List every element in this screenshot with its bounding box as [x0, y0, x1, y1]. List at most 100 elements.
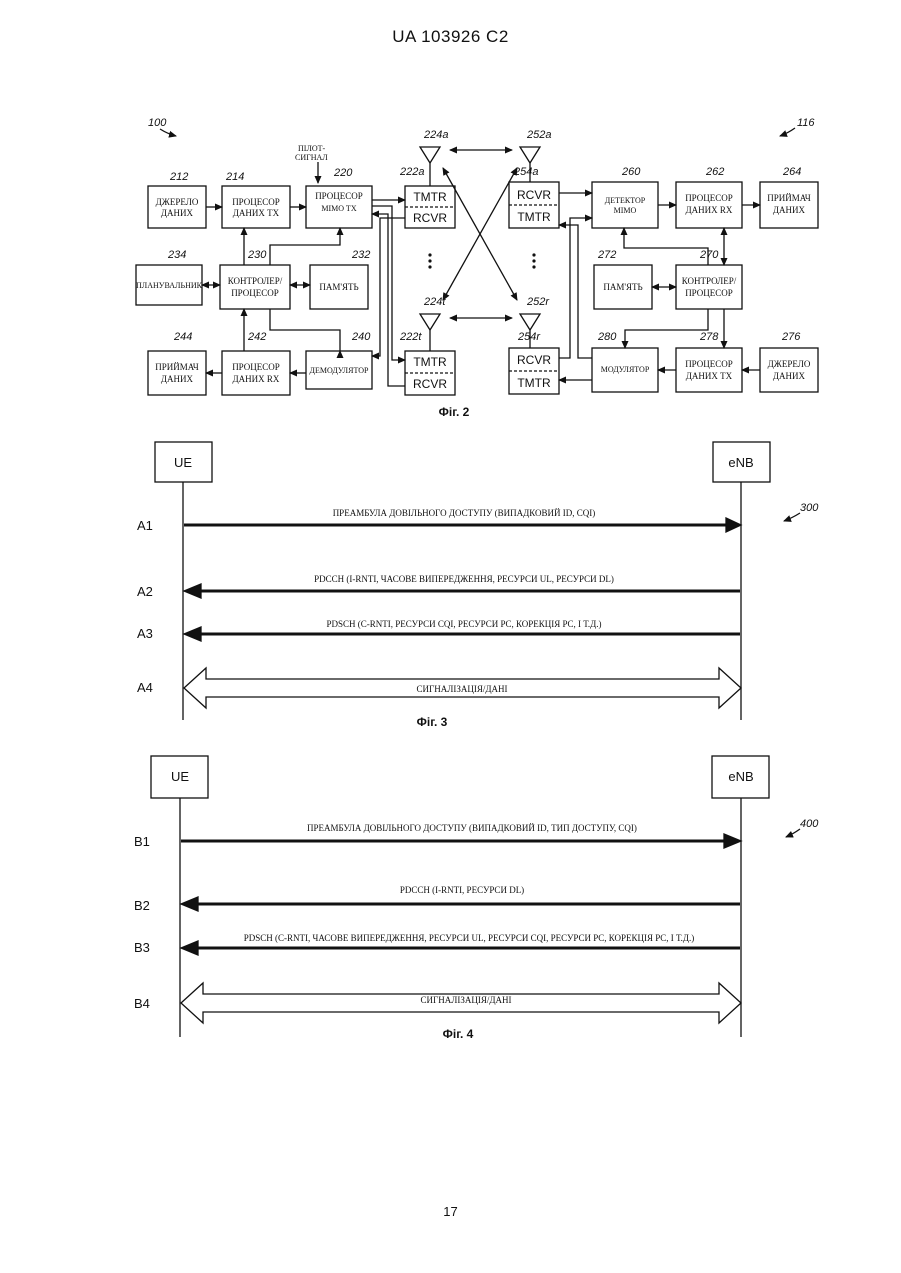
num-230: 230	[247, 249, 267, 261]
trx-254r-rcvr: RCVR	[517, 353, 551, 367]
num-244: 244	[173, 331, 192, 343]
tx-data-processor-box	[222, 186, 290, 228]
tx-data-source-right-line2: ДАНИХ	[773, 371, 806, 381]
rx-controller-box	[676, 265, 742, 309]
rx-controller-line2: ПРОЦЕСОР	[685, 288, 733, 298]
fig3-ue-label: UE	[174, 455, 192, 470]
tx-memory-text: ПАМ'ЯТЬ	[319, 282, 358, 292]
trx-222a-rcvr: RCVR	[413, 211, 447, 225]
trx-254a-tmtr: TMTR	[517, 210, 551, 224]
tx-controller-box	[220, 265, 290, 309]
fig3-enb-label: eNB	[728, 455, 753, 470]
tx-data-processor-line2: ДАНИХ TX	[233, 208, 280, 218]
step-a2-text: PDCCH (I-RNTI, ЧАСОВЕ ВИПЕРЕДЖЕННЯ, РЕСУ…	[314, 574, 614, 584]
num-260: 260	[621, 166, 641, 178]
tx-controller-line1: КОНТРОЛЕР/	[228, 276, 283, 286]
fig2-caption: Фіг. 2	[439, 405, 470, 419]
step-b1-label: B1	[134, 834, 150, 849]
num-224t: 224t	[423, 296, 446, 308]
step-a3-label: A3	[137, 626, 153, 641]
rx-data-processor-box	[222, 351, 290, 395]
num-212: 212	[169, 171, 188, 183]
num-220: 220	[333, 167, 353, 179]
rx-memory-text: ПАМ'ЯТЬ	[603, 282, 642, 292]
fig4-sequence-diagram: UE eNB 400 B1 ПРЕАМБУЛА ДОВІЛЬНОГО ДОСТУ…	[134, 756, 819, 1041]
scheduler-text: ПЛАНУВАЛЬНИК	[136, 281, 203, 290]
step-a2-label: A2	[137, 584, 153, 599]
step-a2-arrow	[184, 584, 201, 598]
rx-data-processor-right-line1: ПРОЦЕСОР	[685, 193, 733, 203]
rx-data-processor-line1: ПРОЦЕСОР	[232, 362, 280, 372]
num-222a: 222a	[399, 166, 424, 178]
tx-data-processor-right-box	[676, 348, 742, 392]
tx-data-processor-right-line2: ДАНИХ TX	[686, 371, 733, 381]
tx-data-source-right-box	[760, 348, 818, 392]
rx-data-processor-line2: ДАНИХ RX	[233, 374, 280, 384]
num-264: 264	[782, 166, 801, 178]
num-252a: 252a	[526, 129, 551, 141]
tx-data-source-right-line1: ДЖЕРЕЛО	[768, 359, 811, 369]
num-252r: 252r	[526, 296, 550, 308]
step-a3-text: PDSCH (C-RNTI, РЕСУРСИ CQI, РЕСУРСИ PC, …	[326, 619, 601, 629]
num-276: 276	[781, 331, 801, 343]
rx-data-sink-box	[148, 351, 206, 395]
rx-data-sink-right-line2: ДАНИХ	[773, 205, 806, 215]
num-272: 272	[597, 249, 616, 261]
step-b1-text: ПРЕАМБУЛА ДОВІЛЬНОГО ДОСТУПУ (ВИПАДКОВИЙ…	[307, 823, 637, 833]
step-b1-arrow	[724, 834, 741, 848]
trx-254a-rcvr: RCVR	[517, 188, 551, 202]
rx-data-sink-line2: ДАНИХ	[161, 374, 194, 384]
tx-mimo-processor-line2: MIMO TX	[321, 204, 356, 213]
num-254a: 254a	[513, 166, 538, 178]
tx-data-source-box	[148, 186, 206, 228]
rx-mimo-detector-box	[592, 182, 658, 228]
num-214: 214	[225, 171, 244, 183]
num-232: 232	[351, 249, 370, 261]
pilot-label-2: СИГНАЛ	[295, 153, 328, 162]
fig3-sequence-diagram: UE eNB 300 A1 ПРЕАМБУЛА ДОВІЛЬНОГО ДОСТУ…	[137, 442, 819, 729]
step-b3-text: PDSCH (C-RNTI, ЧАСОВЕ ВИПЕРЕДЖЕННЯ, РЕСУ…	[244, 933, 695, 943]
step-b2-arrow	[181, 897, 198, 911]
fig4-ue-label: UE	[171, 769, 189, 784]
rx-mimo-detector-line2: MIMO	[614, 206, 637, 215]
step-b3-arrow	[181, 941, 198, 955]
num-254r: 254r	[517, 331, 541, 343]
num-242: 242	[247, 331, 266, 343]
num-270: 270	[699, 249, 719, 261]
num-262: 262	[705, 166, 724, 178]
antenna-224a-icon	[420, 147, 440, 163]
antenna-252r-icon	[520, 314, 540, 330]
tx-data-processor-line1: ПРОЦЕСОР	[232, 197, 280, 207]
trx-254r-tmtr: TMTR	[517, 376, 551, 390]
step-a3-arrow	[184, 627, 201, 641]
rx-data-sink-right-line1: ПРИЙМАЧ	[767, 193, 811, 203]
fig4-caption: Фіг. 4	[443, 1027, 474, 1041]
antenna-224t-icon	[420, 314, 440, 330]
num-234: 234	[167, 249, 186, 261]
rx-mimo-detector-line1: ДЕТЕКТОР	[605, 196, 646, 205]
num-278: 278	[699, 331, 719, 343]
trx-222t-rcvr: RCVR	[413, 377, 447, 391]
num-240: 240	[351, 331, 371, 343]
step-a1-arrow	[726, 518, 741, 532]
trx-222t-tmtr: TMTR	[413, 355, 447, 369]
step-a1-label: A1	[137, 518, 153, 533]
step-a1-text: ПРЕАМБУЛА ДОВІЛЬНОГО ДОСТУПУ (ВИПАДКОВИЙ…	[333, 508, 596, 518]
modulator-text: МОДУЛЯТОР	[601, 365, 650, 374]
rx-controller-line1: КОНТРОЛЕР/	[682, 276, 737, 286]
pilot-label-1: ПІЛОТ-	[298, 144, 326, 153]
num-224a: 224a	[423, 129, 448, 141]
step-b3-label: B3	[134, 940, 150, 955]
tx-controller-line2: ПРОЦЕСОР	[231, 288, 279, 298]
tx-data-source-line1: ДЖЕРЕЛО	[156, 197, 199, 207]
antenna-252a-icon	[520, 147, 540, 163]
fig3-caption: Фіг. 3	[417, 715, 448, 729]
rx-data-processor-right-line2: ДАНИХ RX	[686, 205, 733, 215]
tx-data-source-line2: ДАНИХ	[161, 208, 194, 218]
step-b2-text: PDCCH (I-RNTI, РЕСУРСИ DL)	[400, 885, 524, 895]
step-a4-label: A4	[137, 680, 153, 695]
ref-300: 300	[800, 502, 819, 514]
ref-400: 400	[800, 818, 819, 830]
fig2-block-diagram: 100 116 ПІЛОТ- СИГНАЛ 212 ДЖЕРЕЛО ДАНИХ …	[136, 117, 818, 419]
